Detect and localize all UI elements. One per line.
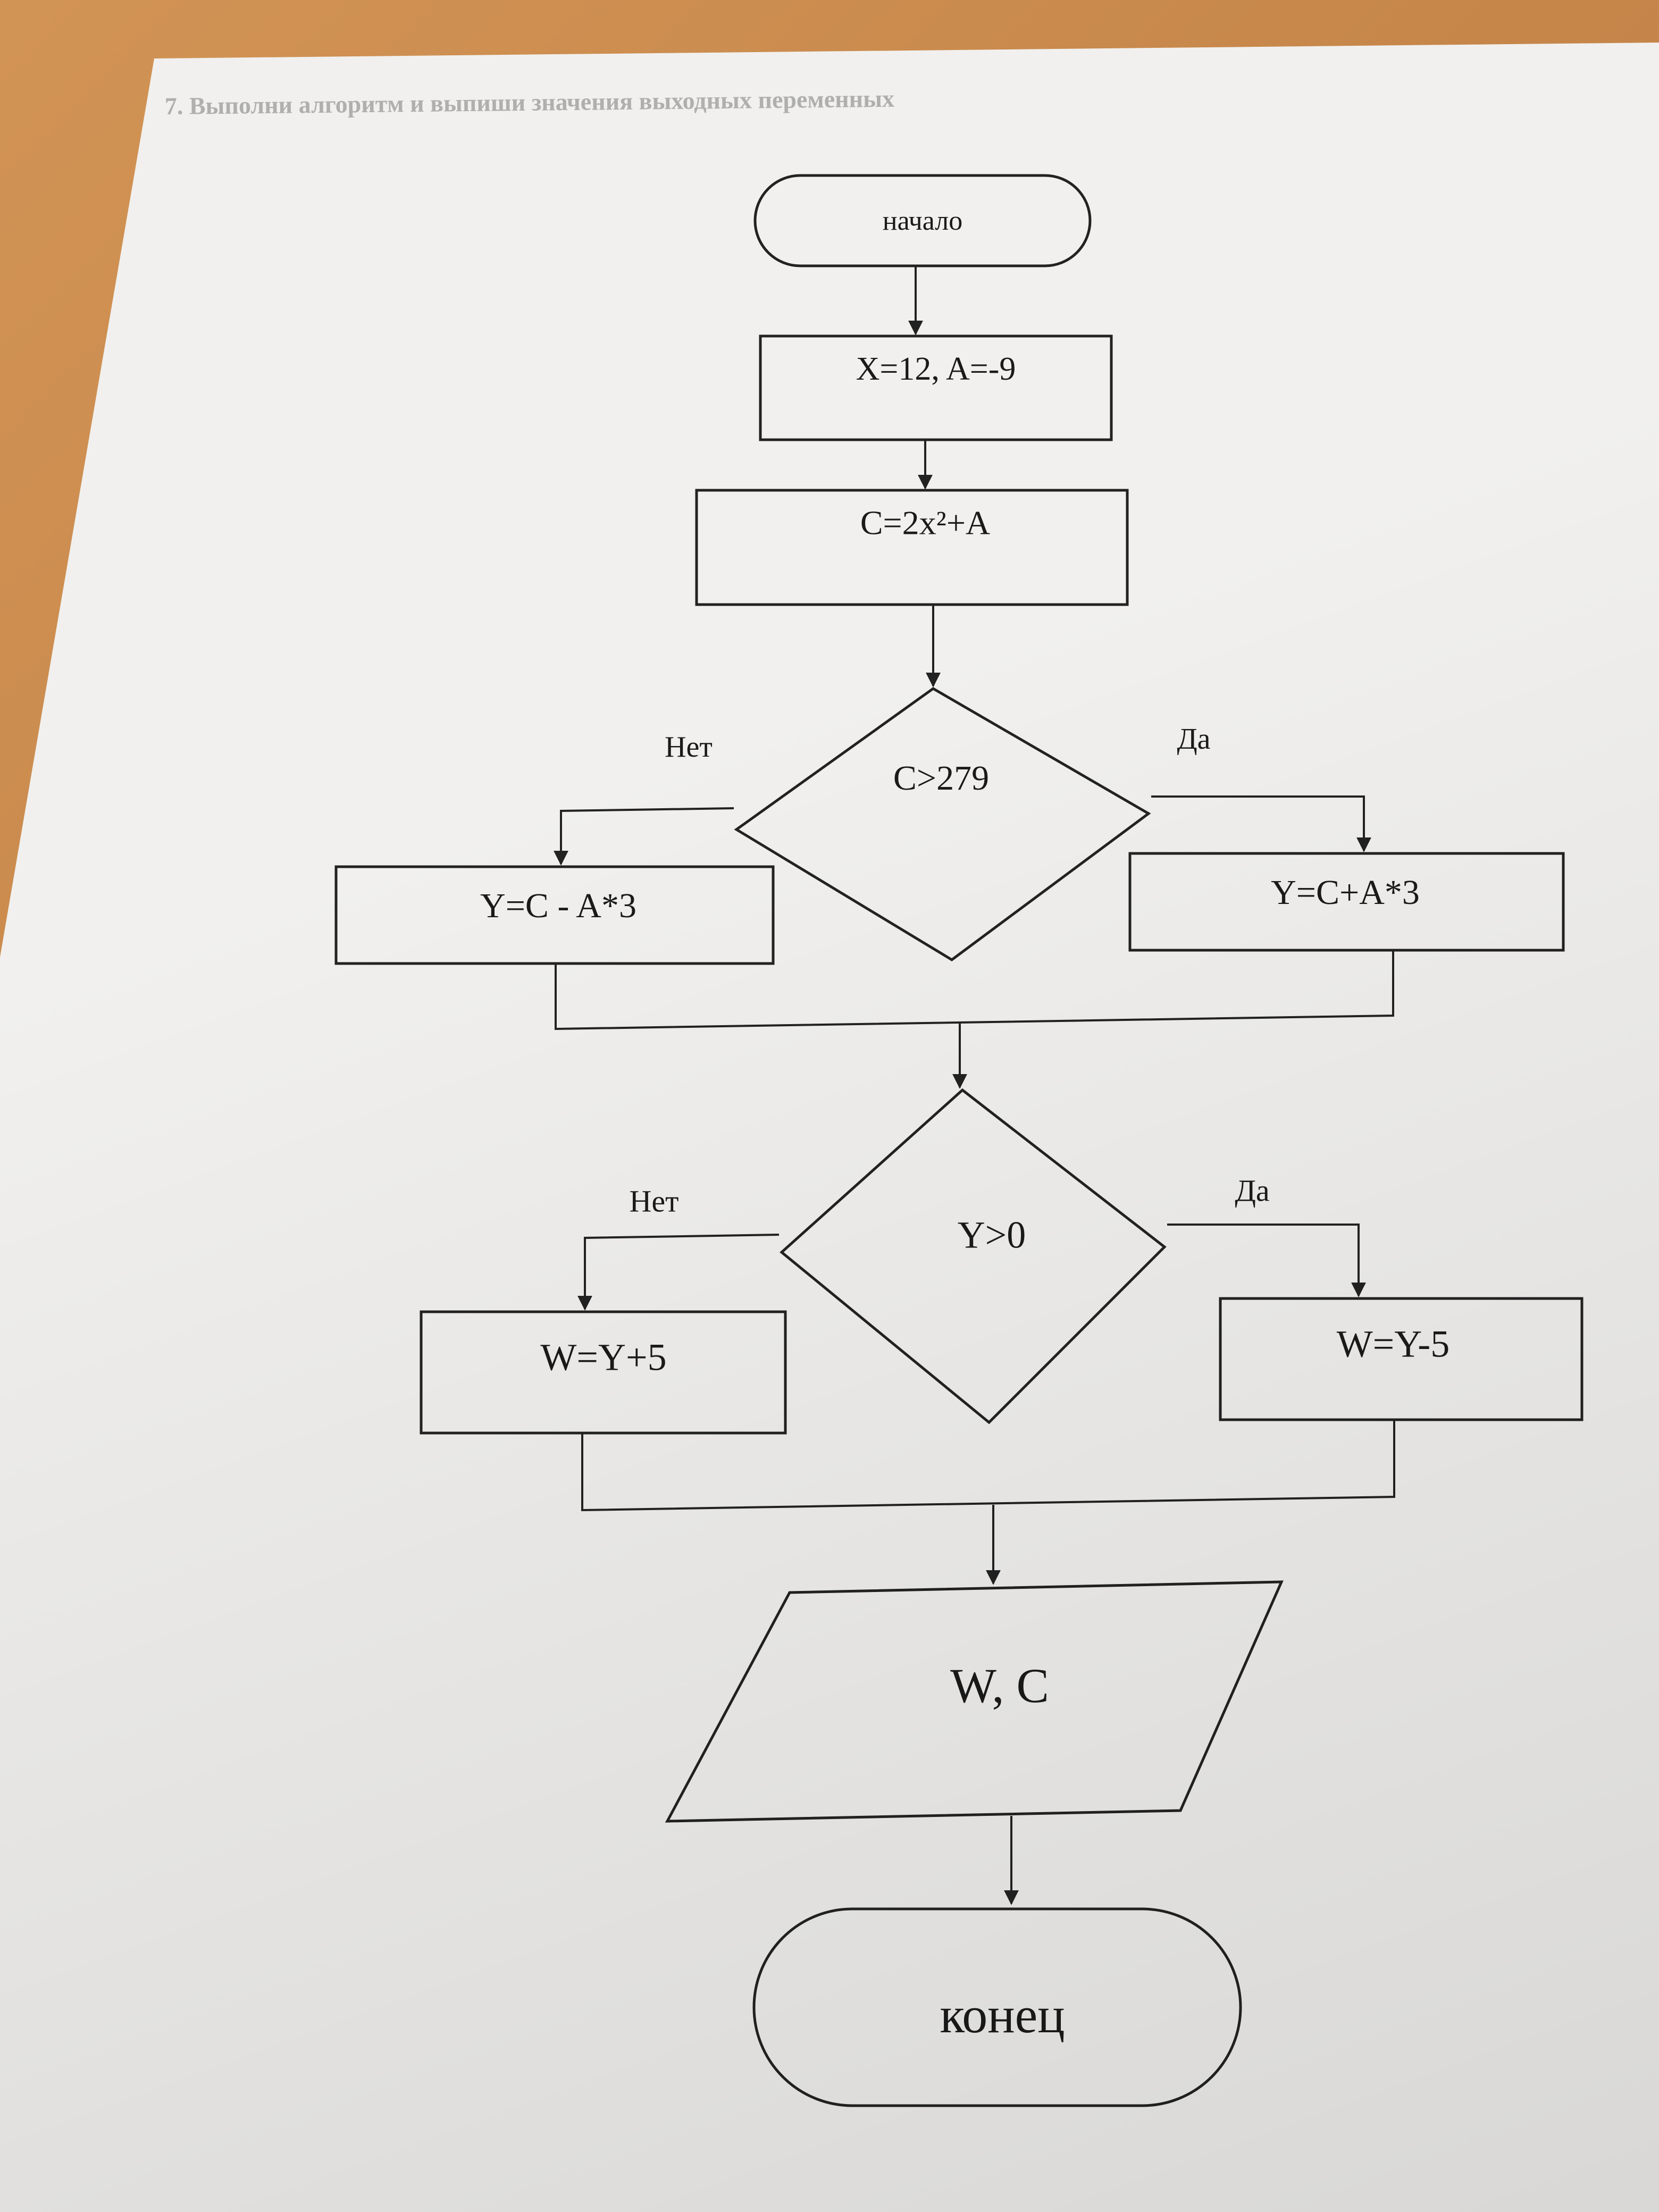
init-label: X=12, A=-9 [856,351,1016,387]
decision2-no-label: Нет [630,1184,679,1218]
output-label: W, C [950,1658,1049,1713]
decision1-no-branch-label: Y=C - A*3 [480,886,636,925]
decision2-diamond [780,1088,1167,1425]
decision1-yes-connector [1151,795,1371,852]
decision2-no-branch-label: W=Y+5 [540,1336,666,1379]
decision2-yes-connector [1167,1224,1366,1297]
end-label: конец [940,1987,1065,2043]
init-process [759,334,1113,441]
merge1-connector [555,950,1394,1030]
decision1-diamond [734,687,1151,962]
merge2-connector [581,1420,1395,1512]
decision1-yes-branch-label: Y=C+A*3 [1271,873,1420,912]
decision2-no-connector [577,1234,780,1311]
decision1-no-connector [554,807,734,866]
decision1-condition: C>279 [893,759,989,798]
decision2-no-process [420,1310,787,1435]
output-parallelogram [665,1580,1284,1823]
decision2-yes-branch-label: W=Y-5 [1337,1323,1450,1365]
decision2-yes-label: Да [1235,1173,1269,1208]
paper-sheet [0,43,1659,2212]
compute-c-process [695,489,1129,606]
decision2-condition: Y>0 [958,1214,1026,1256]
start-label: начало [883,206,962,236]
start-terminator [753,174,1092,267]
end-terminator [752,1907,1242,2107]
decision1-yes-label: Да [1177,723,1210,756]
decision2-yes-process [1219,1297,1583,1421]
compute-c-label: C=2x²+A [860,504,990,542]
decision1-no-label: Нет [665,731,713,764]
decision1-yes-process [1128,852,1565,952]
